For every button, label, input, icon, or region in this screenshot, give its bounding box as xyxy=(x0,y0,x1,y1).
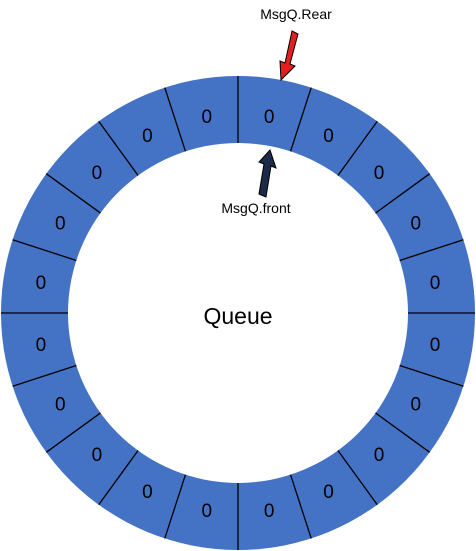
slot-divider xyxy=(164,87,187,152)
slot-divider xyxy=(98,120,139,176)
queue-slot-value: 0 xyxy=(430,335,441,356)
queue-slot-value: 0 xyxy=(323,482,334,503)
slot-divider xyxy=(45,173,101,214)
queue-slot-value: 0 xyxy=(36,335,47,356)
queue-slot-value: 0 xyxy=(92,163,103,184)
slot-divider xyxy=(375,173,431,214)
slot-divider xyxy=(337,450,378,506)
queue-slot-value: 0 xyxy=(264,501,275,522)
queue-slot-value: 0 xyxy=(36,273,47,294)
queue-slot-value: 0 xyxy=(142,482,153,503)
queue-slot-value: 0 xyxy=(264,107,275,128)
slot-divider xyxy=(98,450,139,506)
front-pointer-label: MsgQ.front xyxy=(221,200,290,216)
queue-slot-value: 0 xyxy=(142,126,153,147)
queue-slot-value: 0 xyxy=(202,501,213,522)
rear-pointer-arrow xyxy=(279,30,299,82)
slot-divider xyxy=(289,87,312,152)
slot-divider xyxy=(399,364,464,387)
slot-divider xyxy=(164,474,187,539)
queue-slot-value: 0 xyxy=(202,107,213,128)
slot-divider xyxy=(12,364,77,387)
ring-inner-hole xyxy=(68,143,408,483)
front-pointer-arrow xyxy=(258,149,277,198)
slot-divider xyxy=(12,239,77,262)
slot-divider xyxy=(337,120,378,176)
slot-divider xyxy=(289,474,312,539)
queue-slot-value: 0 xyxy=(374,163,385,184)
queue-slot-value: 0 xyxy=(55,213,66,234)
rear-pointer-label: MsgQ.Rear xyxy=(260,6,332,22)
queue-slot-value: 0 xyxy=(430,273,441,294)
slot-divider xyxy=(399,239,464,262)
queue-slot-value: 0 xyxy=(410,395,421,416)
queue-slot-value: 0 xyxy=(323,126,334,147)
ring-buffer xyxy=(1,76,475,550)
queue-slot-value: 0 xyxy=(374,445,385,466)
queue-slot-value: 0 xyxy=(55,395,66,416)
center-label: Queue xyxy=(203,303,272,329)
slot-divider xyxy=(45,412,101,453)
slot-divider xyxy=(375,412,431,453)
queue-slots: 0 0 0 0 0 0 0 0 0 0 0 0 0 0 0 0 0 0 0 0 xyxy=(36,107,441,522)
queue-slot-value: 0 xyxy=(92,445,103,466)
queue-slot-value: 0 xyxy=(410,213,421,234)
